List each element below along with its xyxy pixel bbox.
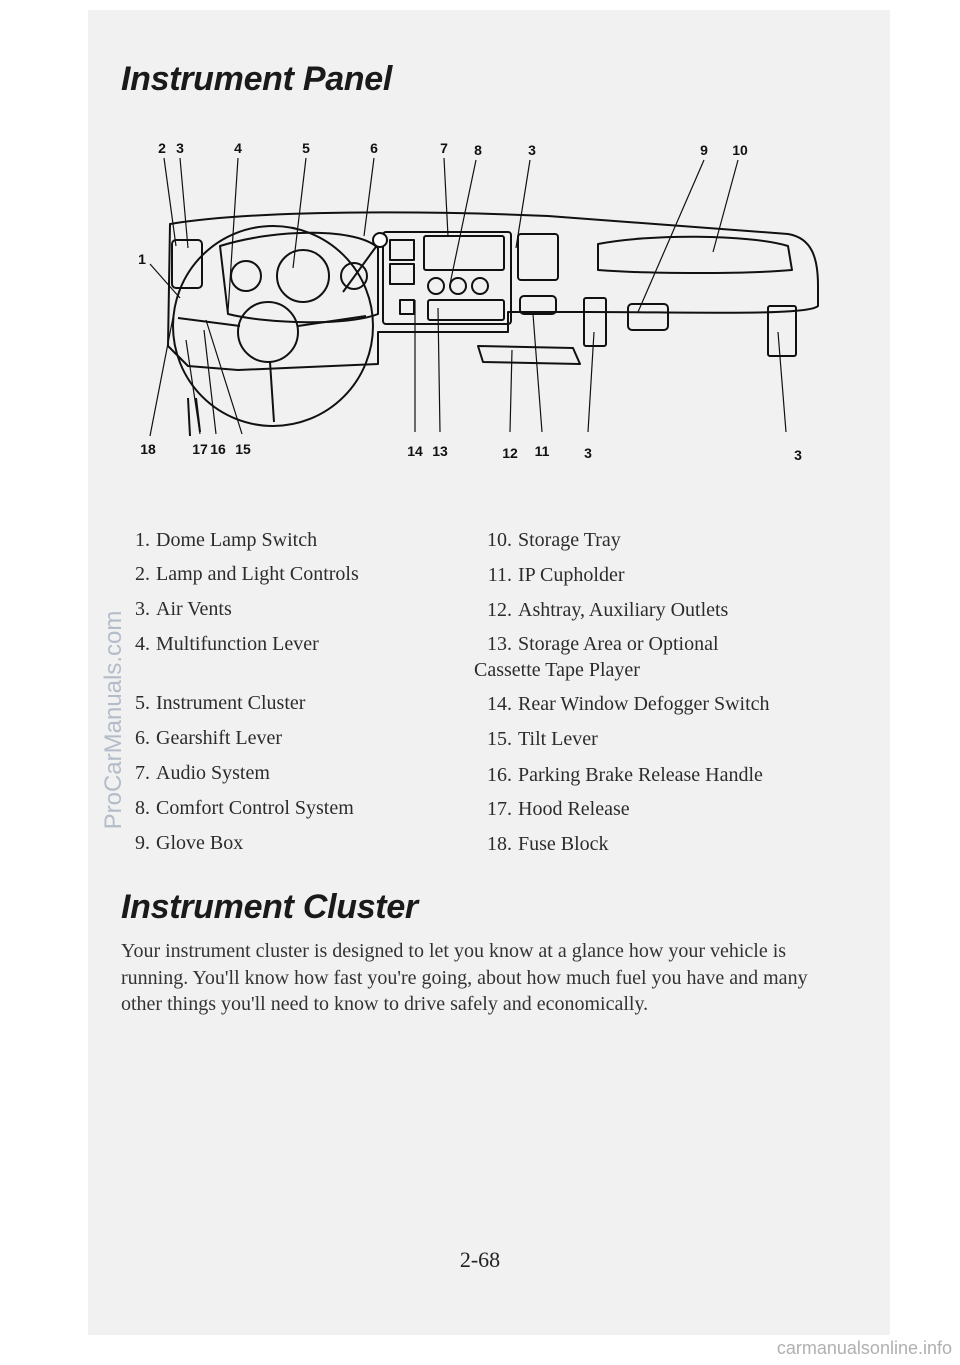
- steering-wheel-hub: [237, 301, 299, 363]
- callout-bottom-3: 16: [210, 441, 226, 457]
- callout-top-3: 4: [234, 140, 242, 156]
- instrument-cluster: [219, 231, 379, 324]
- callout-left-1: 1: [138, 251, 146, 267]
- callout-bottom-5: 14: [407, 443, 423, 459]
- audio-system-unit: [423, 235, 505, 271]
- list-item: 12.Ashtray, Auxiliary Outlets: [487, 599, 729, 621]
- callout-top-6: 7: [440, 140, 448, 156]
- climate-knob-right: [471, 277, 489, 295]
- center-stack: [382, 231, 512, 325]
- ashtray: [477, 345, 581, 365]
- callout-bottom-9: 3: [584, 445, 592, 461]
- defogger-switch: [399, 299, 415, 315]
- speedometer-gauge: [276, 249, 330, 303]
- instrument-panel-diagram: 2 3 4 5 6 7 8 3 9 10 1 18 17 16 15 14 13…: [138, 140, 819, 463]
- list-item: 16.Parking Brake Release Handle: [487, 764, 763, 786]
- list-item: 17.Hood Release: [487, 798, 630, 820]
- ip-cupholder: [519, 295, 557, 315]
- storage-tray: [597, 235, 793, 274]
- callout-top-7: 8: [474, 142, 482, 158]
- callout-bottom-7: 12: [502, 445, 518, 461]
- callout-bottom-10: 3: [794, 447, 802, 463]
- list-item: 11.IP Cupholder: [487, 564, 625, 586]
- callout-bottom-2: 17: [192, 441, 208, 457]
- callout-top-1: 2: [158, 140, 166, 156]
- callout-top-10: 10: [732, 142, 748, 158]
- callout-bottom-8: 11: [535, 443, 550, 459]
- tachometer-gauge: [230, 260, 262, 292]
- glove-box-latch: [627, 303, 669, 331]
- storage-area: [427, 299, 505, 321]
- callout-top-4: 5: [302, 140, 310, 156]
- list-item: 15.Tilt Lever: [487, 728, 598, 750]
- gearshift-lever: [342, 243, 379, 293]
- center-right-vent: [517, 233, 559, 281]
- callout-bottom-6: 13: [432, 443, 448, 459]
- list-item: 6.Gearshift Lever: [135, 727, 283, 749]
- list-item: 8.Comfort Control System: [135, 797, 354, 819]
- list-item: 5.Instrument Cluster: [135, 692, 306, 714]
- lower-right-vent: [583, 297, 607, 347]
- callout-top-9: 9: [700, 142, 708, 158]
- fuel-gauge: [340, 262, 368, 290]
- callout-bottom-1: 18: [140, 441, 156, 457]
- callout-top-2: 3: [176, 140, 184, 156]
- list-item: 3.Air Vents: [135, 598, 232, 620]
- list-item: 4.Multifunction Lever: [135, 633, 319, 655]
- list-item: 7.Audio System: [135, 762, 270, 784]
- watermark-carmanualsonline: carmanualsonline.info: [776, 1338, 952, 1358]
- list-item: 9.Glove Box: [135, 832, 244, 854]
- climate-knob-middle: [449, 277, 467, 295]
- section-title-instrument-panel: Instrument Panel: [121, 60, 393, 98]
- steering-wheel: [172, 225, 374, 427]
- callout-top-5: 6: [370, 140, 378, 156]
- callout-top-8: 3: [528, 142, 536, 158]
- left-air-vent: [171, 239, 203, 289]
- far-right-vent: [767, 305, 797, 357]
- list-item: 18.Fuse Block: [487, 833, 609, 855]
- list-item: 14.Rear Window Defogger Switch: [487, 693, 770, 715]
- callout-bottom-4: 15: [235, 441, 251, 457]
- dashboard-outline: [167, 211, 819, 371]
- climate-knob-left: [427, 277, 445, 295]
- list-item: 10.Storage Tray: [487, 529, 621, 551]
- watermark-procarmanuals: ProCarManuals.com: [100, 610, 127, 830]
- list-item: 1.Dome Lamp Switch: [135, 529, 318, 551]
- list-item: 2.Lamp and Light Controls: [135, 563, 359, 585]
- cluster-description: Your instrument cluster is designed to l…: [121, 940, 808, 1015]
- section-title-instrument-cluster: Instrument Cluster: [121, 888, 418, 926]
- page-number: 2-68: [459, 1247, 501, 1272]
